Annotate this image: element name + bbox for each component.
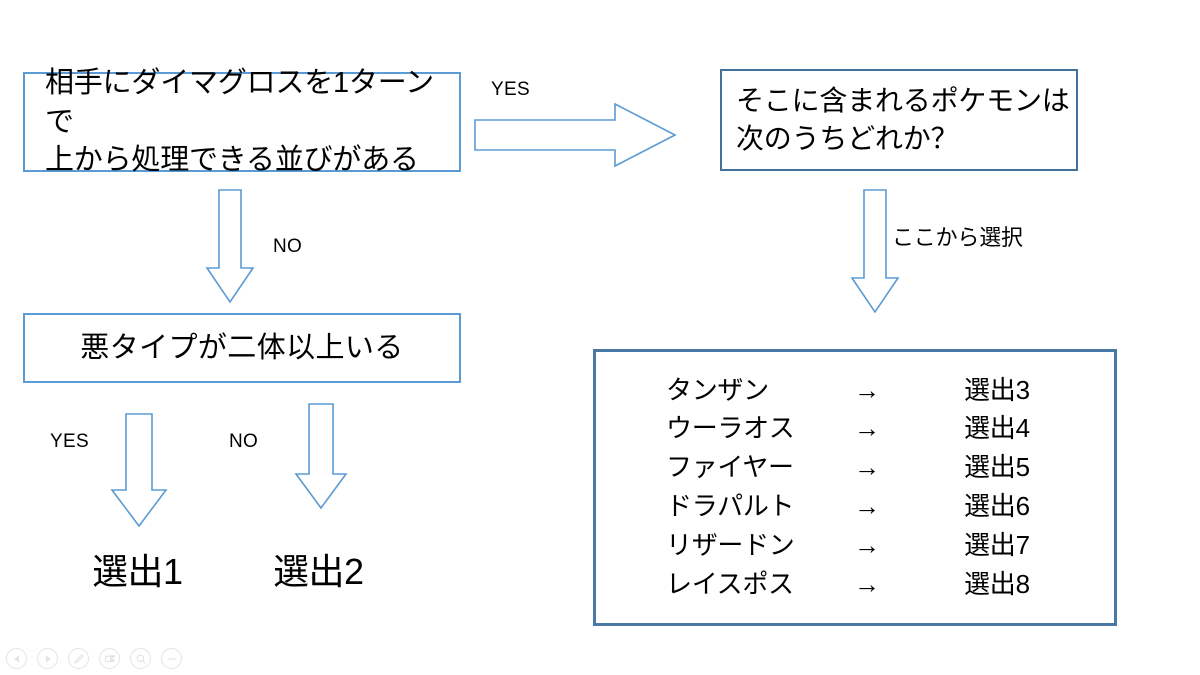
edge-label-yes-top: YES [491,79,530,100]
node-condition-1[interactable]: 相手にダイマグロスを1ターンで 上から処理できる並びがある [23,67,461,176]
mapping-row: ドラパルト → 選出6 [666,488,1030,527]
mapping-row: ウーラオス → 選出4 [666,410,1030,449]
outcome-1: 選出1 [92,551,183,592]
node-condition-1-text: 相手にダイマグロスを1ターンで 上から処理できる並びがある [45,67,434,177]
mapping-arrow-icon: → [854,374,880,405]
mapping-pokemon-name: リザードン [666,529,795,560]
node-condition-2-text: 悪タイプが二体以上いる [80,331,404,364]
mapping-arrow-icon: → [854,568,880,599]
mapping-arrow-icon: → [854,529,880,560]
node-condition-2[interactable]: 悪タイプが二体以上いる [23,313,461,383]
presentation-toolbar[interactable] [6,648,182,669]
more-options-icon[interactable] [161,648,182,669]
mapping-row: タンザン → 選出3 [666,371,1030,410]
edge-label-no-mid: NO [273,236,303,257]
arrow-no-to-outcome-2 [294,403,348,510]
node-question-text: そこに含まれるポケモンは 次のうちどれか？ [736,85,1070,154]
slides-grid-icon[interactable] [99,648,120,669]
mapping-row: リザードン → 選出7 [666,526,1030,565]
mapping-result: 選出3 [964,374,1030,405]
mapping-result: 選出5 [964,452,1030,483]
mapping-pokemon-name: レイスポス [666,568,794,599]
mapping-pokemon-name: ドラパルト [666,491,795,521]
mapping-pokemon-name: ウーラオス [666,413,795,444]
node-mapping-list[interactable]: タンザン → 選出3 ウーラオス → 選出4 ファイヤー → 選出5 ドラパルト → 選出6 リザードン… [593,349,1117,626]
edge-label-yes-bottom: YES [50,431,89,452]
edge-label-no-bottom: NO [229,431,259,452]
previous-slide-icon[interactable] [6,648,27,669]
outcome-2: 選出2 [273,551,364,592]
mapping-result: 選出4 [964,413,1030,444]
arrow-yes-to-question [474,102,677,168]
arrow-no-to-condition-2 [205,189,255,304]
mapping-row: レイスポス → 選出8 [666,565,1030,604]
zoom-icon[interactable] [130,648,151,669]
mapping-table: タンザン → 選出3 ウーラオス → 選出4 ファイヤー → 選出5 ドラパルト → 選出6 リザードン… [666,371,1030,604]
mapping-table-body: タンザン → 選出3 ウーラオス → 選出4 ファイヤー → 選出5 ドラパルト → 選出6 リザードン… [666,371,1030,604]
arrow-question-to-mapping [850,189,900,314]
mapping-pokemon-name: タンザン [666,374,769,405]
mapping-arrow-icon: → [854,452,880,483]
node-question[interactable]: そこに含まれるポケモンは 次のうちどれか？ [720,69,1078,171]
mapping-arrow-icon: → [854,413,880,444]
next-slide-icon[interactable] [37,648,58,669]
pen-icon[interactable] [68,648,89,669]
mapping-result: 選出8 [964,568,1030,599]
edge-label-here-select: ここから選択 [892,225,1023,250]
mapping-arrow-icon: → [854,491,880,521]
mapping-result: 選出7 [964,529,1030,560]
mapping-pokemon-name: ファイヤー [666,452,794,483]
mapping-row: ファイヤー → 選出5 [666,449,1030,488]
arrow-yes-to-outcome-1 [110,413,168,528]
mapping-result: 選出6 [964,491,1030,521]
